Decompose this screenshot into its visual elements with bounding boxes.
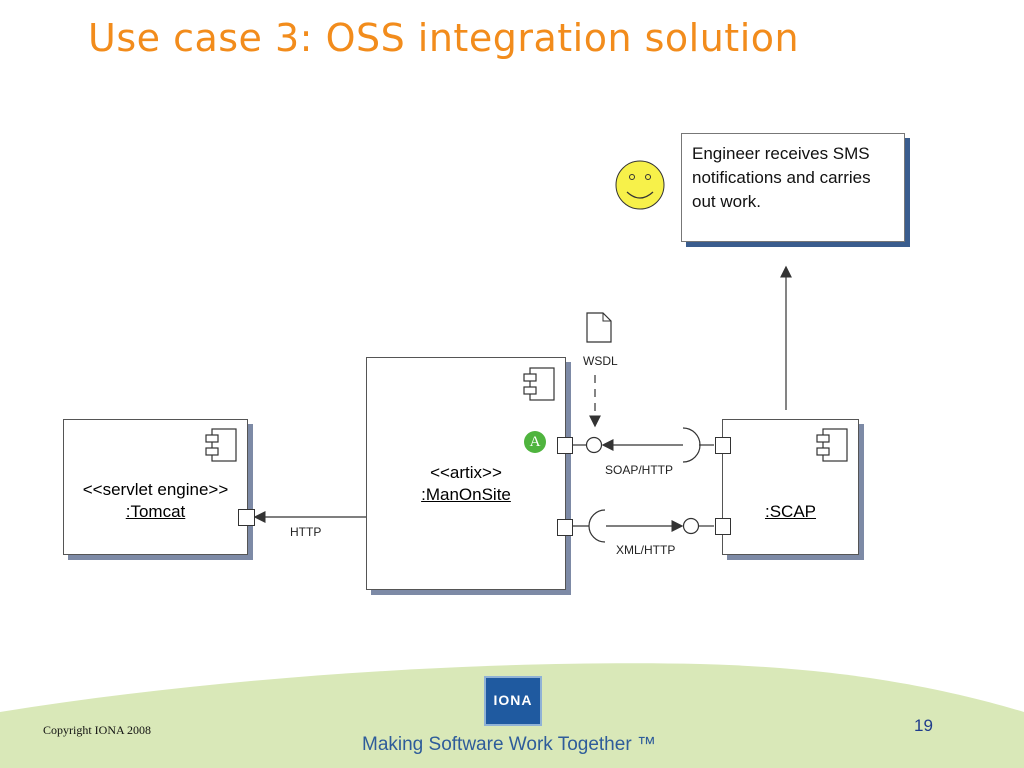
component-icon (816, 428, 848, 462)
wsdl-label: WSDL (583, 354, 618, 368)
soap-http-label: SOAP/HTTP (605, 463, 674, 477)
scap-port-xml (715, 518, 731, 535)
tomcat-name: :Tomcat (125, 502, 186, 521)
scap-port-soap (715, 437, 731, 454)
xml-socket (588, 509, 606, 543)
component-icon (205, 428, 237, 462)
tomcat-component: <<servlet engine>> :Tomcat (63, 419, 255, 555)
manonsite-name: :ManOnSite (421, 485, 511, 504)
scap-component: :SCAP (715, 419, 859, 555)
scap-name: :SCAP (764, 502, 817, 521)
logo-text: IONA (493, 692, 533, 708)
slide-title: Use case 3: OSS integration solution (88, 16, 800, 60)
smiley-icon (615, 160, 665, 210)
tomcat-stereotype: <<servlet engine>> (82, 480, 229, 499)
http-label: HTTP (290, 525, 322, 539)
xml-http-label: XML/HTTP (616, 543, 676, 557)
manonsite-component: <<artix>> :ManOnSite (366, 357, 573, 590)
component-icon (523, 367, 555, 401)
iona-logo: IONA (484, 676, 542, 726)
tagline: Making Software Work Together ™ (362, 734, 656, 755)
badge-a: A (524, 431, 546, 453)
soap-lollipop (585, 436, 603, 454)
engineer-note: Engineer receives SMS notifications and … (681, 133, 905, 242)
manonsite-port-xml (557, 519, 573, 536)
manonsite-port-soap (557, 437, 573, 454)
page-number: 19 (914, 716, 933, 735)
note-text: Engineer receives SMS notifications and … (692, 144, 871, 211)
copyright: Copyright IONA 2008 (43, 723, 151, 737)
manonsite-stereotype: <<artix>> (430, 463, 502, 482)
soap-socket (682, 427, 701, 463)
document-icon (586, 312, 612, 343)
tomcat-port (238, 509, 255, 526)
xml-lollipop (682, 517, 700, 535)
